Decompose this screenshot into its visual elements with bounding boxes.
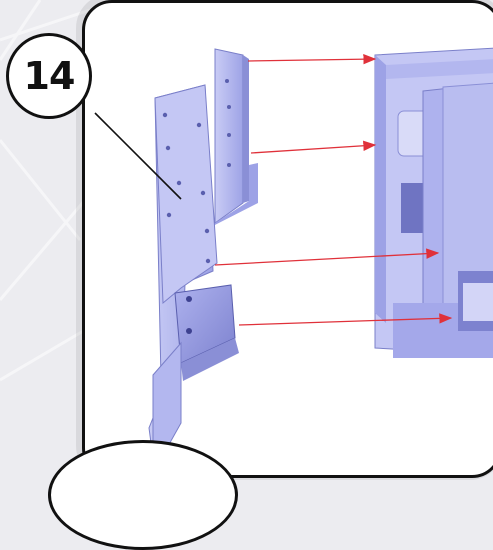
instruction-panel bbox=[82, 0, 493, 478]
assembly-illustration bbox=[85, 3, 493, 478]
rail-part bbox=[209, 49, 258, 228]
assembly-frame bbox=[375, 48, 493, 358]
step-number: 14 bbox=[24, 54, 75, 98]
step-number-badge: 14 bbox=[6, 33, 92, 119]
next-step-bubble bbox=[48, 440, 238, 550]
